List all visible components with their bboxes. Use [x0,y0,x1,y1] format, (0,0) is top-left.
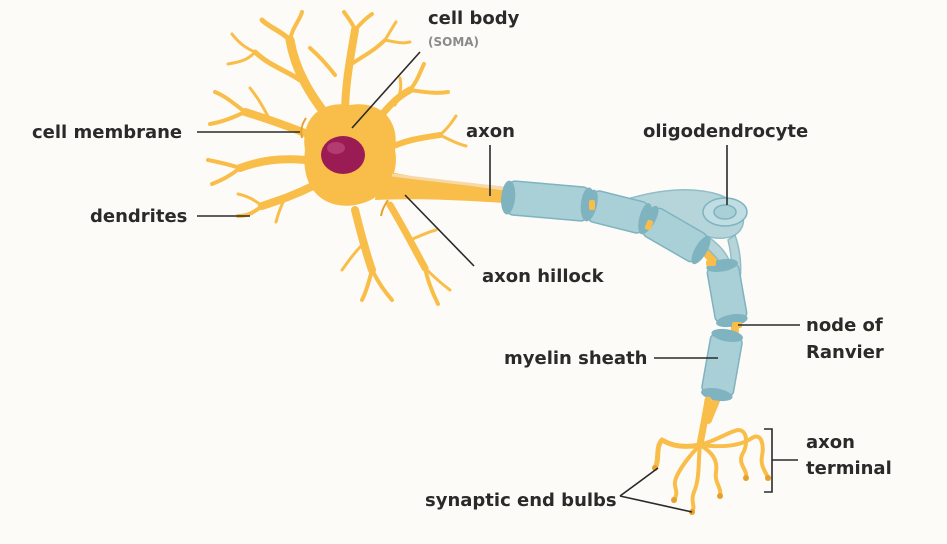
label-axon: axon [466,121,515,142]
label-myelin-sheath: myelin sheath [504,348,647,369]
label-synaptic-end-bulbs: synaptic end bulbs [425,490,617,511]
dendrites-group [206,10,468,306]
label-cell-membrane: cell membrane [32,122,182,143]
label-axon-terminal-line2: terminal [806,458,892,479]
myelin-sheath-segments [501,180,748,402]
axon-terminal-shape [652,396,770,514]
leader-lines [197,51,800,513]
label-axon-terminal-line1: axon [806,432,855,453]
label-oligodendrocyte: oligodendrocyte [643,121,808,142]
nucleus-shape [321,136,365,174]
label-soma: (SOMA) [428,35,479,49]
nodes-of-ranvier [589,200,742,328]
label-dendrites: dendrites [90,206,187,227]
label-node-of: node of [806,315,883,336]
label-cell-body: cell body [428,8,520,29]
label-axon-hillock: axon hillock [482,266,605,287]
label-ranvier: Ranvier [806,342,884,363]
